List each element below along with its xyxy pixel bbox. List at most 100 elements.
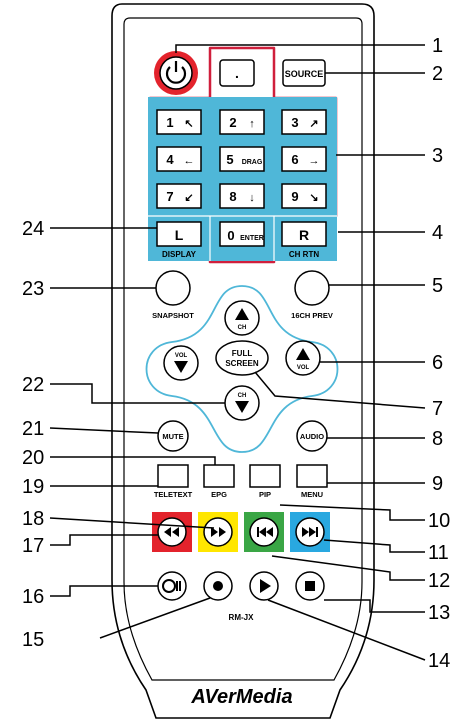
svg-text:↖: ↖ (184, 118, 193, 130)
teletext-label: TELETEXT (154, 490, 193, 499)
svg-text:24: 24 (22, 218, 44, 240)
svg-text:5: 5 (432, 275, 443, 297)
stop-button[interactable] (295, 571, 325, 601)
svg-text:6: 6 (291, 152, 298, 167)
svg-text:MUTE: MUTE (162, 432, 183, 441)
record-button[interactable] (203, 571, 233, 601)
svg-text:12: 12 (428, 570, 450, 592)
svg-text:9: 9 (291, 189, 298, 204)
svg-text:SOURCE: SOURCE (285, 69, 324, 79)
svg-text:2: 2 (432, 63, 443, 85)
play-pause-icon (162, 579, 181, 593)
key-9[interactable]: 9↘ (281, 183, 327, 209)
svg-text:↑: ↑ (249, 118, 255, 130)
channel-up-button[interactable]: CH (224, 300, 260, 336)
svg-text:21: 21 (22, 418, 44, 440)
pip-label: PIP (259, 490, 271, 499)
teletext-button[interactable] (157, 464, 189, 488)
audio-button[interactable]: AUDIO (296, 420, 328, 452)
svg-text:18: 18 (22, 508, 44, 530)
display-label: DISPLAY (162, 250, 197, 259)
volume-up-button[interactable]: VOL (285, 340, 321, 376)
svg-text:8: 8 (432, 428, 443, 450)
svg-text:→: → (309, 155, 320, 167)
svg-text:4: 4 (166, 152, 174, 167)
svg-text:↓: ↓ (249, 192, 255, 204)
power-icon (165, 61, 187, 84)
key-l-display[interactable]: L (156, 221, 202, 247)
svg-text:DRAG: DRAG (242, 159, 263, 166)
snapshot-button[interactable] (155, 270, 191, 306)
svg-text:20: 20 (22, 447, 44, 469)
svg-text:7: 7 (432, 398, 443, 420)
svg-text:SCREEN: SCREEN (225, 359, 259, 368)
callout-numbers: 1 2 3 4 5 6 7 8 9 10 11 12 13 14 15 16 1… (22, 35, 450, 672)
rewind-button[interactable] (157, 517, 187, 547)
key-r-chrtn[interactable]: R (281, 221, 327, 247)
key-1[interactable]: 1↖ (156, 109, 202, 135)
menu-label: MENU (301, 490, 323, 499)
previous-button[interactable] (249, 517, 279, 547)
svg-text:2: 2 (229, 115, 236, 130)
key-3[interactable]: 3↗ (281, 109, 327, 135)
full-screen-button[interactable]: FULL SCREEN (215, 340, 269, 376)
next-button[interactable] (295, 517, 325, 547)
svg-text:10: 10 (428, 510, 450, 532)
power-button[interactable] (154, 51, 198, 95)
svg-text:L: L (175, 227, 184, 243)
svg-text:6: 6 (432, 352, 443, 374)
svg-text:3: 3 (291, 115, 298, 130)
fast-forward-icon (211, 527, 226, 537)
timeshift-button[interactable] (157, 571, 187, 601)
callout-lines (49, 44, 426, 661)
menu-button[interactable] (296, 464, 328, 488)
svg-text:11: 11 (428, 542, 449, 564)
remote-inner-outline (123, 17, 363, 681)
svg-text:15: 15 (22, 629, 44, 651)
svg-text:CH: CH (238, 393, 247, 399)
key-4[interactable]: 4← (156, 146, 202, 172)
snapshot-label: SNAPSHOT (152, 311, 194, 320)
pip-button[interactable] (249, 464, 281, 488)
svg-text:↘: ↘ (309, 192, 318, 204)
key-2[interactable]: 2↑ (219, 109, 265, 135)
svg-text:.: . (235, 65, 239, 81)
source-button[interactable]: SOURCE (282, 59, 326, 87)
brand-logo: AVerMedia (190, 686, 292, 708)
svg-text:0: 0 (227, 228, 234, 243)
volume-down-button[interactable]: VOL (163, 345, 199, 381)
key-7[interactable]: 7↙ (156, 183, 202, 209)
dot-key[interactable]: . (219, 59, 255, 87)
svg-text:16: 16 (22, 586, 44, 608)
16ch-prev-label: 16CH PREV (291, 311, 333, 320)
record-icon (213, 581, 223, 591)
epg-label: EPG (211, 490, 227, 499)
mute-button[interactable]: MUTE (157, 420, 189, 452)
svg-text:1: 1 (432, 35, 443, 57)
key-6[interactable]: 6→ (281, 146, 327, 172)
epg-button[interactable] (203, 464, 235, 488)
svg-text:19: 19 (22, 476, 44, 498)
svg-text:7: 7 (166, 189, 173, 204)
svg-text:AUDIO: AUDIO (300, 432, 324, 441)
svg-text:R: R (299, 227, 309, 243)
16ch-prev-button[interactable] (294, 270, 330, 306)
play-button[interactable] (249, 571, 279, 601)
svg-text:FULL: FULL (232, 349, 253, 358)
svg-text:8: 8 (229, 189, 236, 204)
play-icon (260, 579, 271, 593)
svg-text:3: 3 (432, 145, 443, 167)
svg-text:←: ← (184, 155, 195, 167)
key-8[interactable]: 8↓ (219, 183, 265, 209)
svg-text:1: 1 (166, 115, 173, 130)
svg-text:14: 14 (428, 650, 450, 672)
svg-text:4: 4 (432, 222, 443, 244)
svg-text:17: 17 (22, 535, 44, 557)
svg-text:VOL: VOL (175, 353, 188, 359)
channel-down-button[interactable]: CH (224, 385, 260, 421)
skip-back-icon (257, 527, 273, 537)
fast-forward-button[interactable] (203, 517, 233, 547)
svg-text:9: 9 (432, 473, 443, 495)
